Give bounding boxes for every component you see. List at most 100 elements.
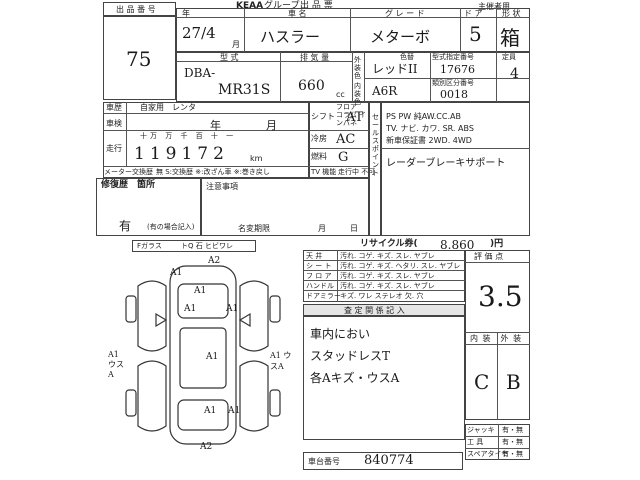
fuel-label: 燃料 (311, 152, 327, 161)
interior-color: A6R (372, 84, 398, 98)
condition-row-options: 汚れ. コゲ. キズ. ヘタリ. スレ. ヤブレ (340, 262, 461, 270)
tool-label: スペアタイヤ (467, 450, 509, 458)
inspection-note: 車内におい (310, 327, 371, 341)
chassis-number-row: 車台番号 840774 (303, 452, 463, 470)
repair-block: 修復歴 箇所 有 (有の場合記入) (96, 178, 201, 236)
tool-value: 有・無 (502, 426, 523, 434)
month-suffix: 月 (232, 40, 240, 49)
model-prefix: DBA- (184, 66, 216, 80)
damage-mark: A1 (170, 268, 183, 278)
sales-point-text: レーダーブレーキサポート (386, 158, 506, 169)
damage-mark: A1 (226, 304, 239, 314)
spec-number-label: 型式指定番号 (432, 53, 474, 61)
equipment-line-3: 新車保証書 2WD. 4WD (386, 136, 472, 145)
recycle-label: リサイクル券( (360, 239, 418, 249)
tool-label: ジャッキ (467, 426, 495, 434)
equipment-line-1: PS PW 純AW.CC.AB (386, 112, 461, 121)
damage-mark: A2 (200, 442, 213, 452)
inspection-notes-area: 車内におい スタッドレスT 各Aキズ・ウスA (303, 316, 465, 440)
car-outline-icon (125, 265, 281, 445)
class-number-label: 類別区分番号 (432, 79, 474, 87)
damage-mark: A2 (208, 256, 221, 266)
damage-mark: A1 ウスA (270, 351, 292, 371)
car-name-label: 車 名 (288, 9, 307, 18)
class-number: 0018 (440, 88, 468, 101)
mileage-digit-labels: 十万 万 千 百 十 一 (140, 132, 237, 140)
inspection-note: スタッドレスT (310, 349, 391, 363)
damage-mark: A1 ウスA (108, 350, 124, 379)
displacement-label: 排 気 量 (300, 53, 330, 62)
capacity-label: 定員 (502, 53, 516, 61)
row-1 (176, 8, 530, 52)
inspection-month-suffix: 月 (266, 119, 277, 132)
damage-mark: A1 (184, 304, 197, 314)
meter-exchange-options: 無 S:交換歴 ※:改ざん車 ※:巻き戻し (156, 168, 270, 176)
brand-name: KEAA (236, 1, 264, 11)
interior-score: C (474, 370, 490, 394)
notes-block: 注意事項 名変期限 月 日 (201, 178, 369, 236)
condition-row-label: ハンドル (306, 282, 334, 290)
tv-label: TV 機能 (311, 168, 337, 176)
row-2 (176, 52, 530, 102)
condition-row-label: ドアミラー (306, 292, 341, 300)
equipment-options-block (381, 102, 530, 236)
sales-point-strip: セールスポイント (369, 102, 381, 236)
inspection-notes-header: 査 定 関 係 記 入 (303, 304, 465, 316)
mileage: 119172 (134, 144, 229, 164)
chassis-number: 840774 (364, 453, 414, 468)
equipment-block (309, 102, 369, 178)
capacity: 4 (510, 66, 519, 82)
condition-row-options: 汚れ. コゲ. キズ. スレ. ヤブレ (340, 282, 435, 290)
tools-table (465, 424, 530, 460)
condition-row-label: 天 井 (306, 252, 323, 260)
spec-number: 17676 (440, 63, 475, 76)
condition-row-label: フ ロ ア (306, 272, 332, 280)
repair-value: 有 (119, 219, 132, 233)
grade-label: グ レ ー ド (385, 9, 425, 18)
notes-label: 注意事項 (206, 182, 238, 191)
front-glass-values: トQ 石 ヒビワレ (181, 242, 233, 250)
lot-number-label: 出 品 番 号 (116, 5, 156, 14)
lot-number-box: 75 (103, 16, 176, 100)
score-label: 評 価 点 (474, 252, 504, 261)
repair-note: (有の場合記入) (147, 223, 195, 231)
cc-unit: cc (336, 90, 345, 99)
damage-mark: A1 (206, 352, 219, 362)
sales-point-label: セールスポイント (372, 113, 379, 177)
repair-label: 修復歴 箇所 (101, 180, 156, 190)
meter-exchange-label: メーター交換歴 (104, 168, 153, 176)
recycle-yen: )円 (490, 239, 504, 249)
inspection-note: 各Aキズ・ウスA (310, 371, 400, 385)
damage-mark: A1 (228, 406, 241, 416)
lot-number: 75 (126, 47, 152, 71)
door-label: ド ア (464, 9, 483, 18)
damage-diagram: A2 A1 A1 A1 A1 A1 A1 A1 A2 A1 ウスA A1 ウスA (108, 256, 298, 456)
organizer-label: 主催者用 (478, 2, 510, 11)
form-kind-label: 出 品 票 (300, 1, 333, 11)
tv-options: 走行中 不可 (338, 168, 376, 176)
model-year: 27/4 (182, 24, 216, 42)
history-options: 自家用 レンタ (140, 103, 196, 112)
shift-type: AT (346, 110, 364, 125)
door-count: 5 (469, 22, 482, 46)
tool-label: 工 具 (467, 438, 484, 446)
ac-value: AC (336, 132, 356, 147)
interior-exterior-label: 内 装 外 装 (470, 334, 523, 343)
exterior-score: B (506, 370, 521, 394)
exterior-color: レッドII (372, 62, 418, 76)
inspection-year-suffix: 年 (210, 119, 221, 132)
interior-condition-table (303, 250, 465, 302)
year-label: 年 (182, 9, 190, 18)
ac-label: 冷房 (311, 134, 327, 143)
condition-row-label: シ ー ト (306, 262, 332, 270)
inspection-notes-label: 査 定 関 係 記 入 (344, 306, 405, 315)
condition-row-options: 汚れ. コゲ. キズ. スレ. ヤブレ (340, 272, 435, 280)
shift-options: フロア コラム インパネ (336, 103, 367, 127)
grade: メターボ (370, 28, 431, 46)
color-change-label: 色替 (400, 53, 414, 61)
damage-mark: A1 (204, 406, 217, 416)
km-unit: km (250, 154, 263, 163)
history-block (103, 102, 309, 178)
overall-score: 3.5 (478, 280, 523, 313)
